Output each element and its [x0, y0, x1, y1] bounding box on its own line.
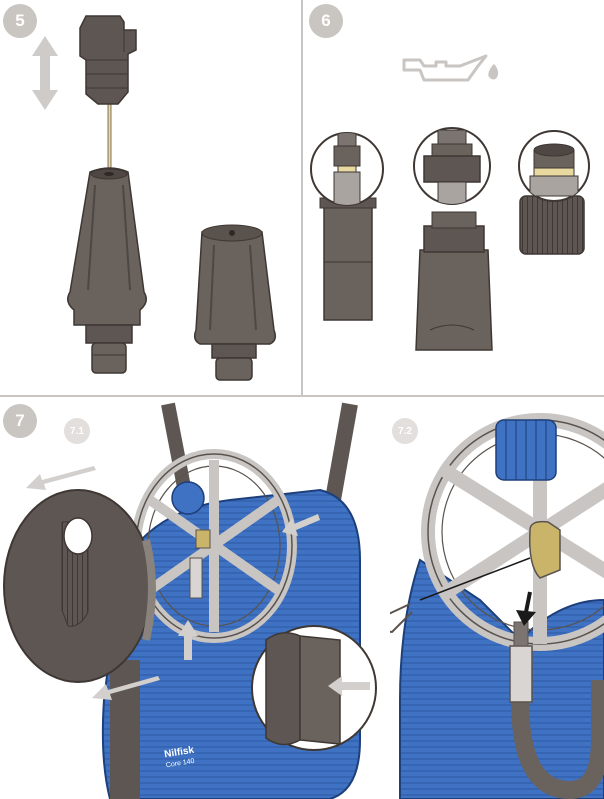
- step-5-illustration: [32, 15, 277, 381]
- arrow-icon: [26, 466, 370, 700]
- step-7-badge: 7: [3, 404, 37, 438]
- reel-detail: [421, 413, 604, 651]
- reel-cover: [3, 489, 156, 683]
- detail-zoom-circle: [251, 625, 377, 751]
- retaining-clip: [390, 603, 413, 634]
- step-7-2-illustration: [390, 413, 604, 799]
- coupling-a: [310, 132, 384, 321]
- nozzle-cleaning-tool: [79, 15, 137, 173]
- step-6-illustration: [310, 54, 590, 351]
- coupling-c: [518, 130, 590, 255]
- arrow-icon: [419, 557, 536, 626]
- nozzle-right: [193, 224, 277, 381]
- step-5-badge: 5: [3, 4, 37, 38]
- step-6-badge: 6: [309, 4, 343, 38]
- substep-7-1-badge: 7.1: [64, 418, 90, 444]
- machine-brand-label: Nilfisk Core 140: [163, 745, 196, 771]
- coupling-b: [413, 127, 493, 351]
- substep-7-2-badge: 7.2: [392, 418, 418, 444]
- step-7-1-illustration: [3, 402, 377, 799]
- hose-detail: [509, 621, 604, 799]
- nozzle-left: [67, 167, 147, 374]
- double-arrow-up-down-icon: [32, 36, 58, 110]
- oil-can-icon: [402, 54, 499, 82]
